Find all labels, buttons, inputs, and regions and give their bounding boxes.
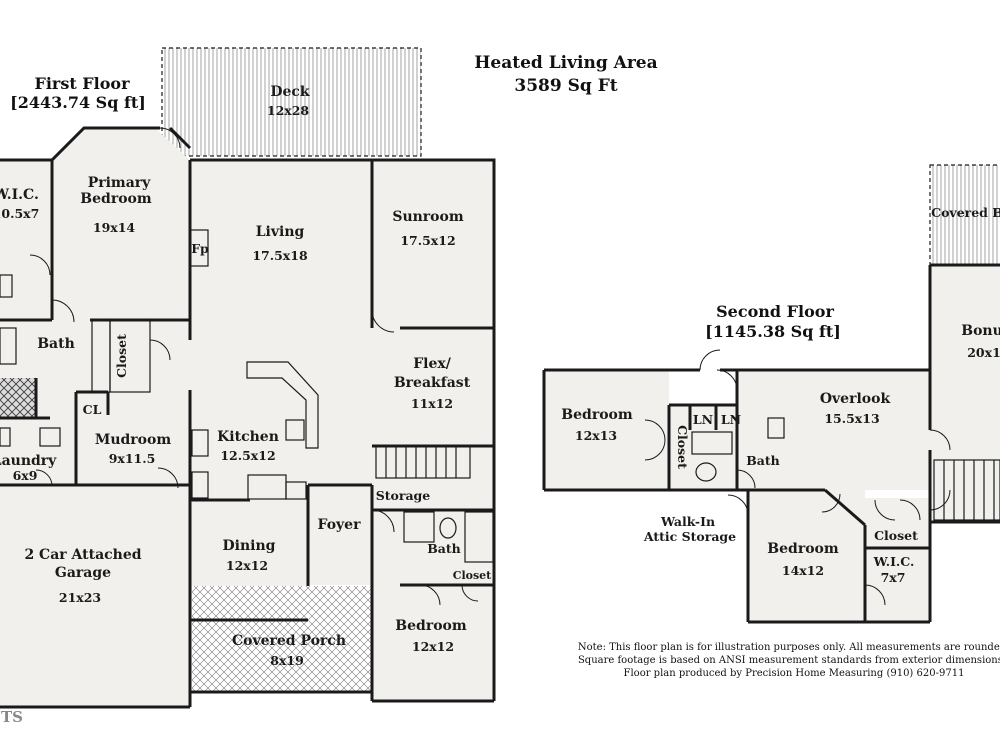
flex-name1: Flex/ xyxy=(413,356,452,372)
attic-name1: Walk-In xyxy=(660,514,715,529)
dining-name: Dining xyxy=(223,538,276,554)
sf-closet2-name: Closet xyxy=(874,528,918,543)
bedroom-name: Bedroom xyxy=(395,618,467,634)
kitchen-name: Kitchen xyxy=(217,429,279,445)
sf-bedroom2-dims: 14x12 xyxy=(782,563,824,578)
attic-name2: Attic Storage xyxy=(643,529,736,544)
note-line-2: Square footage is based on ANSI measurem… xyxy=(578,655,1000,666)
second-floor-stairs xyxy=(933,459,1000,521)
laundry-dims: 6x9 xyxy=(13,468,38,483)
ln2-label: LN xyxy=(721,412,741,427)
sunroom-name: Sunroom xyxy=(392,209,464,225)
bedroom-dims: 12x12 xyxy=(412,639,454,654)
sf-bath-name: Bath xyxy=(746,453,780,468)
cl-label: CL xyxy=(83,402,102,417)
living-name: Living xyxy=(256,224,305,240)
dining-dims: 12x12 xyxy=(226,558,268,573)
laundry-name: Laundry xyxy=(0,453,57,469)
covered-porch-name: Covered Porch xyxy=(232,633,346,649)
first-floor-area: [2443.74 Sq ft] xyxy=(10,93,146,112)
deck-name: Deck xyxy=(270,84,310,100)
second-floor-title: Second Floor xyxy=(716,302,834,321)
second-floor-fills xyxy=(544,265,1000,622)
closet2-name: Closet xyxy=(453,569,492,582)
second-floor-details xyxy=(644,349,1000,606)
garage-dims: 21x23 xyxy=(59,590,101,605)
bonus-dims: 20x1 xyxy=(967,345,1000,360)
primary-closet-name: Closet xyxy=(114,334,129,378)
sf-wic-dims: 7x7 xyxy=(881,570,906,585)
kitchen-dims: 12.5x12 xyxy=(220,448,275,463)
sf-bedroom2-name: Bedroom xyxy=(767,541,839,557)
fireplace-label: Fp xyxy=(191,241,209,256)
ln1-label: LN xyxy=(693,412,713,427)
watermark-text: TS xyxy=(1,708,23,726)
bath2-name: Bath xyxy=(427,541,461,556)
flex-name2: Breakfast xyxy=(394,375,471,391)
primary-bath-name: Bath xyxy=(37,336,75,352)
sf-wic-name: W.I.C. xyxy=(873,554,915,569)
bonus-name: Bonu xyxy=(961,323,1000,339)
note-line-1: Note: This floor plan is for illustratio… xyxy=(578,642,1000,653)
covered-balcony-name: Covered B xyxy=(931,205,1000,220)
first-floor-title: First Floor xyxy=(34,74,130,93)
garage-name1: 2 Car Attached xyxy=(24,547,141,563)
first-floor-stairs xyxy=(375,445,471,479)
second-floor-area: [1145.38 Sq ft] xyxy=(705,322,841,341)
sunroom-dims: 17.5x12 xyxy=(400,233,455,248)
first-floor-fills xyxy=(0,128,494,707)
mudroom-dims: 9x11.5 xyxy=(109,451,156,466)
deck-area xyxy=(161,47,422,157)
heated-area-value: 3589 Sq Ft xyxy=(514,76,617,96)
sf-bedroom1-dims: 12x13 xyxy=(575,428,617,443)
first-floor-walls xyxy=(0,126,496,709)
note-line-3: Floor plan produced by Precision Home Me… xyxy=(624,668,965,679)
foyer-name: Foyer xyxy=(318,517,362,533)
wic-dims: 10.5x7 xyxy=(0,206,39,221)
deck-dims: 12x28 xyxy=(267,103,310,118)
first-floor: First Floor [2443.74 Sq ft] Deck 12x28 W… xyxy=(0,47,496,709)
sf-closet1-name: Closet xyxy=(675,425,690,469)
living-dims: 17.5x18 xyxy=(252,248,308,263)
overlook-name: Overlook xyxy=(820,391,891,407)
mudroom-name: Mudroom xyxy=(95,432,172,448)
garage-name2: Garage xyxy=(55,565,111,581)
sf-bedroom1-name: Bedroom xyxy=(561,407,633,423)
second-floor: Second Floor [1145.38 Sq ft] Covered B B… xyxy=(542,164,1000,624)
flex-dims: 11x12 xyxy=(411,396,453,411)
overlook-dims: 15.5x13 xyxy=(824,411,879,426)
wic-name: W.I.C. xyxy=(0,187,39,203)
heated-area-title: Heated Living Area xyxy=(474,53,657,73)
primary-bedroom-name2: Bedroom xyxy=(80,191,152,207)
covered-porch-dims: 8x19 xyxy=(270,653,304,668)
second-floor-walls xyxy=(542,263,1000,624)
first-floor-details xyxy=(0,127,494,606)
primary-bedroom-dims: 19x14 xyxy=(93,220,136,235)
storage-name: Storage xyxy=(376,488,431,503)
primary-bedroom-name1: Primary xyxy=(88,175,151,191)
